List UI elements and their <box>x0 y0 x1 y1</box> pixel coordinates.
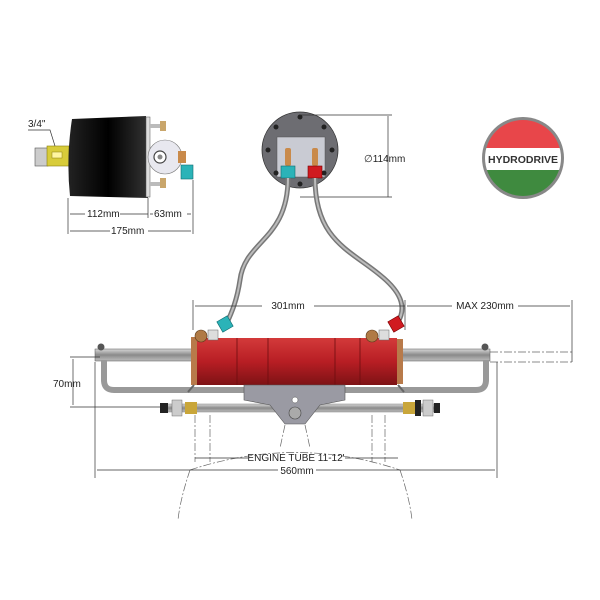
hydraulic-hoses <box>223 177 405 327</box>
dim-cylinder-length: 301mm <box>271 301 304 312</box>
shaft-size-label: 3/4" <box>28 119 46 130</box>
dim-body-length: 112mm <box>87 209 120 220</box>
pump-side-view: 3/4" 112mm 63mm 175mm <box>28 116 194 237</box>
pump-body <box>68 116 148 198</box>
logo-text: HYDRODRIVE <box>488 154 558 166</box>
fitting-blue <box>180 164 194 180</box>
dim-front-length: 63mm <box>154 209 182 220</box>
port-fitting-red <box>307 165 323 179</box>
dim-max-stroke: MAX 230mm <box>456 301 514 312</box>
dim-height: 70mm <box>53 379 81 390</box>
dim-total-width: 560mm <box>280 466 313 477</box>
dim-total-length: 175mm <box>111 226 144 237</box>
hydrodrive-logo: HYDRODRIVE <box>482 117 564 199</box>
port-fitting-blue <box>280 165 296 179</box>
cylinder-assembly: 301mm MAX 230mm 70mm ENGINE TUBE 11-12' … <box>53 300 573 521</box>
dim-diameter: ∅114mm <box>364 154 405 165</box>
mounting-bracket <box>243 384 346 425</box>
dim-engine-tube: ENGINE TUBE 11-12' <box>247 453 344 464</box>
pump-rear-view: ∅114mm <box>261 111 405 198</box>
shaft-nut <box>34 147 49 167</box>
hydraulic-cylinder <box>197 338 397 385</box>
